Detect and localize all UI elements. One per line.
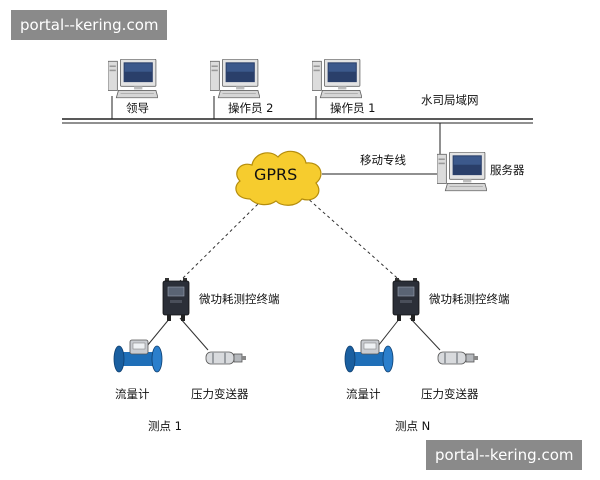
label-pressure-site-1: 压力变送器	[191, 387, 249, 401]
label-server: 服务器	[490, 163, 525, 177]
label-operator1: 操作员 1	[330, 101, 376, 115]
label-mobile-line: 移动专线	[360, 153, 406, 167]
label-point-site-n: 测点 N	[395, 419, 431, 433]
label-lan: 水司局域网	[421, 93, 479, 107]
terminal1-to-flowmeter	[146, 317, 171, 347]
label-terminal-site-1: 微功耗测控终端	[199, 292, 280, 306]
gprs-link-site-n	[304, 195, 405, 285]
gprs-link-site-1	[176, 199, 263, 285]
watermark-top: portal--kering.com	[11, 10, 168, 40]
label-terminal-site-n: 微功耗测控终端	[429, 292, 510, 306]
watermark-bottom: portal--kering.com	[426, 440, 583, 470]
gprs-cloud-icon	[235, 150, 322, 206]
pressure-icon-site-n	[436, 346, 480, 370]
computer-icon-leader	[108, 59, 158, 99]
label-operator2: 操作员 2	[228, 101, 274, 115]
flowmeter-icon-site-1	[113, 338, 163, 374]
computer-icon-operator2	[210, 59, 260, 99]
pressure-icon-site-1	[204, 346, 248, 370]
label-leader: 领导	[126, 101, 149, 115]
terminal-icon-site-n	[391, 278, 421, 322]
flowmeter-icon-site-n	[344, 338, 394, 374]
terminalN-to-flowmeter	[377, 317, 401, 347]
terminal1-to-pressure	[179, 317, 209, 351]
terminalN-to-pressure	[409, 317, 441, 351]
label-flowmeter-site-n: 流量计	[346, 387, 381, 401]
computer-icon-operator1	[312, 59, 362, 99]
label-gprs: GPRS	[254, 165, 298, 184]
label-point-site-1: 测点 1	[148, 419, 182, 433]
terminal-icon-site-1	[161, 278, 191, 322]
computer-icon-server	[437, 152, 487, 192]
label-pressure-site-n: 压力变送器	[421, 387, 479, 401]
label-flowmeter-site-1: 流量计	[115, 387, 150, 401]
